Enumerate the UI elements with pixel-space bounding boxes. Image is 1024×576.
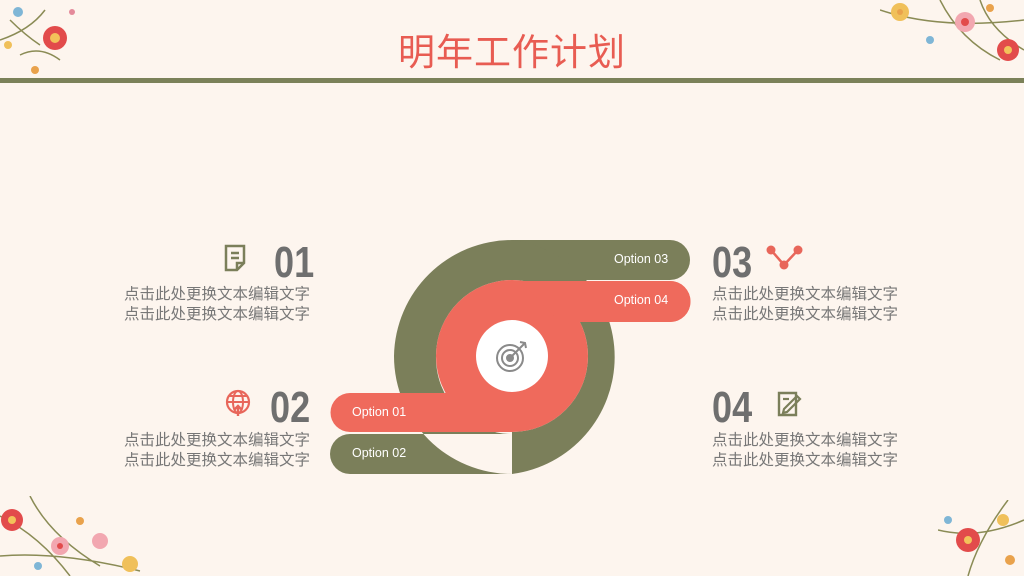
globe-upload-icon bbox=[225, 389, 251, 416]
item-02-number: 02 bbox=[270, 383, 311, 432]
item-01-number: 01 bbox=[274, 238, 315, 287]
option-02-label: Option 02 bbox=[352, 446, 406, 460]
item-02-text: 点击此处更换文本编辑文字 点击此处更换文本编辑文字 bbox=[123, 431, 310, 469]
item-03-text: 点击此处更换文本编辑文字 点击此处更换文本编辑文字 bbox=[712, 285, 899, 323]
item-04-number: 04 bbox=[712, 383, 753, 432]
edit-note-icon bbox=[777, 391, 802, 417]
item-01-text: 点击此处更换文本编辑文字 点击此处更换文本编辑文字 bbox=[123, 285, 310, 323]
title-divider bbox=[0, 78, 1024, 83]
page-title: 明年工作计划 bbox=[398, 31, 626, 74]
option-03-label: Option 03 bbox=[614, 252, 668, 266]
item-03-number: 03 bbox=[712, 238, 753, 287]
option-01-label: Option 01 bbox=[352, 405, 406, 419]
floral-decoration-bottom-right bbox=[938, 500, 1024, 576]
floral-decoration-bottom-left bbox=[0, 496, 141, 576]
network-share-icon bbox=[766, 245, 803, 270]
floral-decoration-top-right bbox=[880, 0, 1024, 61]
outer-band-top bbox=[394, 239, 690, 356]
option-04-label: Option 04 bbox=[614, 293, 668, 307]
floral-decoration-top-left bbox=[0, 7, 75, 74]
target-icon bbox=[496, 341, 527, 372]
item-04-text: 点击此处更换文本编辑文字 点击此处更换文本编辑文字 bbox=[712, 431, 899, 469]
document-icon bbox=[224, 244, 246, 272]
